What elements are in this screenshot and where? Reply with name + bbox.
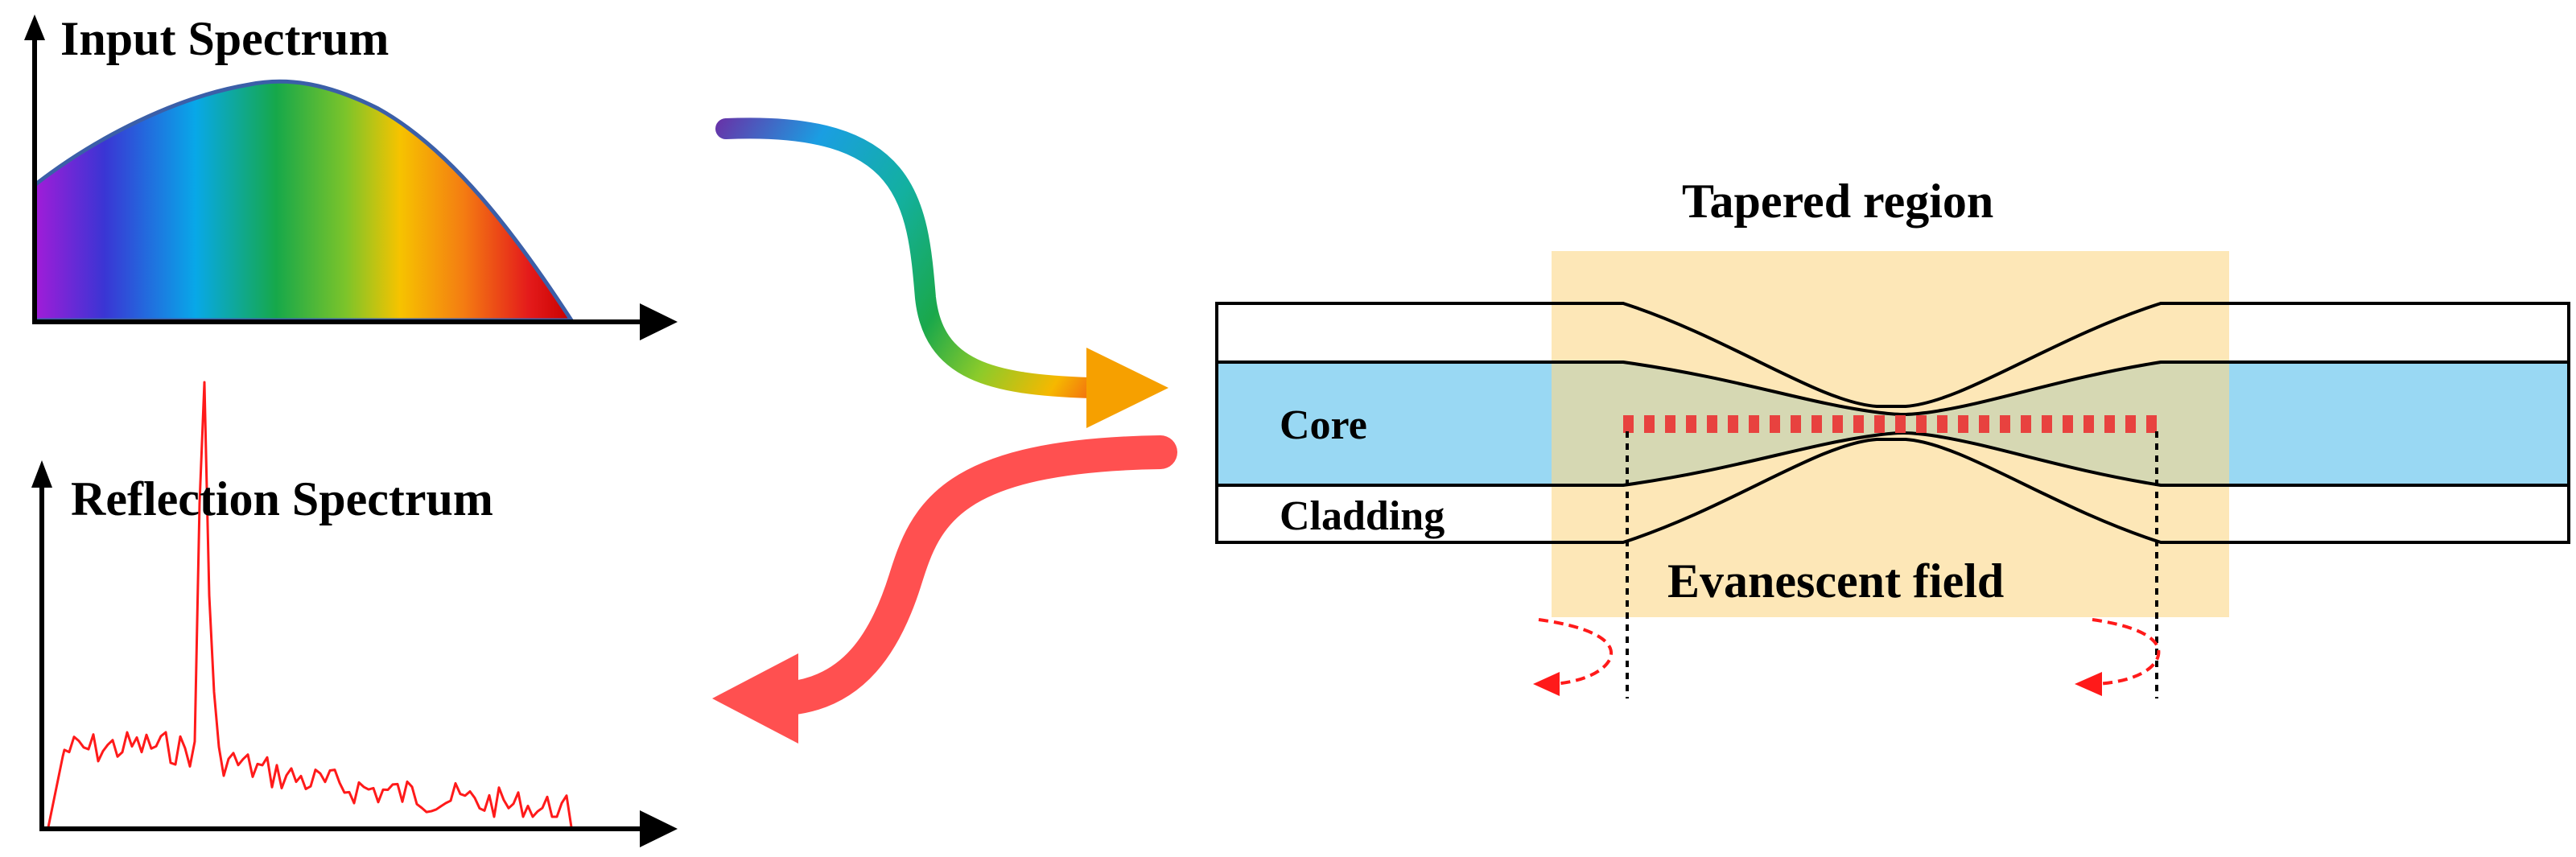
reflection-spectrum-title: Reflection Spectrum <box>71 472 493 525</box>
core-label: Core <box>1280 402 1367 448</box>
input-spectrum-panel: Input Spectrum <box>24 12 678 340</box>
core-lower-boundary <box>1217 431 2569 487</box>
tapered-fiber: Tapered region Core Cladding Evanescent … <box>1215 175 2570 698</box>
reflection-spectrum-y-arrowhead <box>31 460 52 488</box>
tapered-region-label: Tapered region <box>1682 175 1993 228</box>
input-spectrum-y-arrowhead <box>24 14 45 40</box>
input-spectrum-x-arrowhead <box>640 303 678 340</box>
reflected-arrowhead <box>712 653 798 744</box>
reflection-spectrum-panel: Reflection Spectrum <box>31 381 678 847</box>
evanescent-arrowhead-right <box>2075 672 2102 696</box>
fiber-outline <box>1215 302 2570 544</box>
incident-light-arrow <box>715 117 1168 428</box>
input-spectrum-title: Input Spectrum <box>60 12 389 65</box>
incident-arrowhead <box>1086 348 1168 428</box>
core-upper-boundary <box>1217 361 2569 416</box>
evanescent-arrow-left <box>1538 618 1614 686</box>
reflection-spectrum-trace <box>47 381 573 828</box>
input-spectrum-fill <box>32 79 575 323</box>
evanescent-field-label: Evanescent field <box>1667 554 2004 608</box>
reflected-light-arrow <box>712 435 1177 744</box>
reflection-spectrum-x-arrowhead <box>640 810 678 847</box>
cladding-label: Cladding <box>1280 493 1445 539</box>
evanescent-arrow-right <box>2092 618 2161 686</box>
evanescent-arrowhead-left <box>1533 672 1560 696</box>
